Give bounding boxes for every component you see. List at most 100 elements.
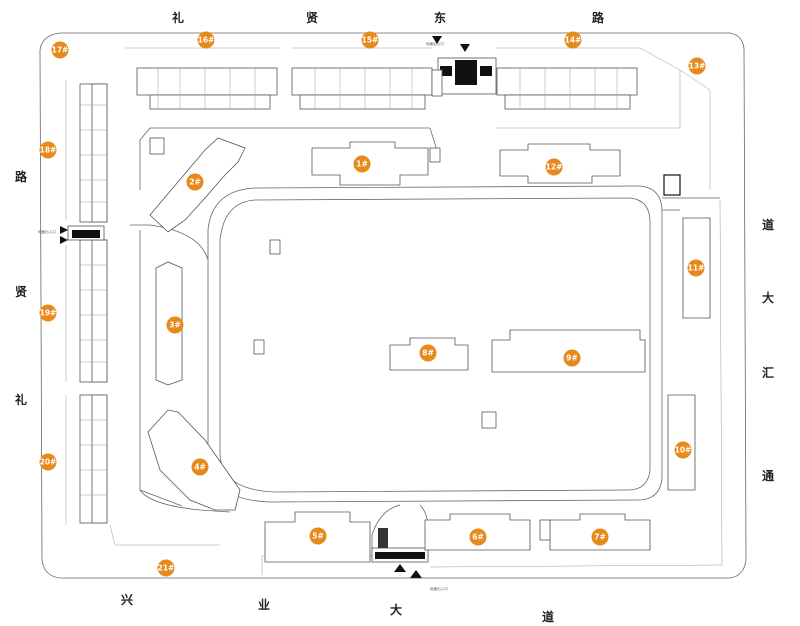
building-label: 11# (688, 264, 705, 273)
marker-b15: 15# (361, 31, 379, 49)
building-label: 19# (40, 309, 57, 318)
central-ring-road (207, 185, 663, 503)
building-label: 12# (546, 163, 563, 172)
marker-b10: 10# (674, 441, 692, 459)
marker-circle (563, 349, 581, 367)
marker-circle (186, 173, 204, 191)
building-label: 5# (312, 532, 324, 541)
marker-b21: 21# (157, 559, 175, 577)
south-gate-label: 地面出入口 (430, 586, 448, 591)
row-houses-20 (79, 394, 108, 524)
marker-circle (39, 304, 57, 322)
marker-circle (166, 316, 184, 334)
row-houses-18 (79, 83, 108, 223)
site-boundary (39, 32, 747, 579)
marker-circle (157, 559, 175, 577)
marker-circle (191, 458, 209, 476)
building-label: 14# (565, 36, 582, 45)
road-name-west: 贤 (15, 285, 27, 299)
marker-b11: 11# (687, 259, 705, 277)
road-name-north: 贤 (306, 11, 318, 25)
row-houses-15 (291, 67, 433, 110)
building-label: 15# (362, 36, 379, 45)
road-name-east: 汇 (762, 366, 774, 380)
marker-b7: 7# (591, 528, 609, 546)
marker-b8: 8# (419, 344, 437, 362)
west-gate-label: 地面出入口 (38, 229, 56, 234)
marker-b3: 3# (166, 316, 184, 334)
north-gate-label: 地面出入口 (426, 41, 444, 46)
building-label: 3# (169, 321, 181, 330)
row-houses-19 (79, 239, 108, 383)
inner-ring-road (219, 197, 651, 493)
building-label: 2# (189, 178, 201, 187)
road-name-west: 路 (15, 169, 28, 184)
marker-circle (688, 57, 706, 75)
east-gate-house (663, 174, 681, 196)
road-name-south: 大 (390, 602, 402, 617)
marker-circle (39, 141, 57, 159)
marker-b14: 14# (564, 31, 582, 49)
marker-circle (309, 527, 327, 545)
building-label: 9# (566, 354, 578, 363)
structure-d (539, 519, 551, 541)
marker-circle (361, 31, 379, 49)
building-label: 20# (40, 458, 57, 467)
marker-b5: 5# (309, 527, 327, 545)
road-names: 礼贤东路路贤礼道大汇通兴业大道 (15, 10, 774, 624)
road-name-west: 礼 (15, 392, 27, 407)
structure-e (149, 137, 165, 155)
south-gate (371, 528, 429, 578)
marker-circle (469, 528, 487, 546)
building-label: 17# (52, 46, 69, 55)
building-label: 8# (422, 349, 434, 358)
road-name-south: 业 (258, 597, 270, 612)
road-name-south: 道 (542, 609, 554, 624)
marker-circle (564, 31, 582, 49)
northeast-boundary (679, 69, 711, 190)
marker-b16: 16# (197, 31, 215, 49)
marker-b20: 20# (39, 453, 57, 471)
row-houses-14 (496, 67, 638, 110)
marker-circle (419, 344, 437, 362)
structure-a (269, 239, 281, 255)
marker-circle (353, 155, 371, 173)
marker-circle (545, 158, 563, 176)
building-label: 16# (198, 36, 215, 45)
structure-c (481, 411, 497, 429)
west-fence-line (65, 80, 220, 546)
marker-b9: 9# (563, 349, 581, 367)
marker-circle (39, 453, 57, 471)
marker-b17: 17# (51, 41, 69, 59)
east-branch-road (662, 197, 720, 211)
structure-b (253, 339, 265, 355)
marker-circle (591, 528, 609, 546)
marker-b19: 19# (39, 304, 57, 322)
outer-access-road (130, 140, 231, 513)
building-markers: 1#2#3#4#5#6#7#8#9#10#11#12#13#14#15#16#1… (39, 31, 706, 577)
building-label: 10# (675, 446, 692, 455)
marker-b12: 12# (545, 158, 563, 176)
marker-b2: 2# (186, 173, 204, 191)
road-name-north: 礼 (172, 10, 184, 25)
road-name-east: 通 (762, 468, 774, 483)
road-name-east: 大 (762, 290, 774, 305)
building-label: 7# (594, 533, 606, 542)
marker-b18: 18# (39, 141, 57, 159)
marker-b6: 6# (469, 528, 487, 546)
building-label: 18# (40, 146, 57, 155)
road-name-east: 道 (762, 217, 774, 232)
east-road-line (429, 199, 723, 568)
road-name-south: 兴 (121, 592, 133, 607)
marker-circle (51, 41, 69, 59)
west-gate (60, 225, 105, 244)
building-label: 6# (472, 533, 484, 542)
structure-f (429, 147, 441, 163)
row-houses-16 (136, 67, 278, 110)
marker-circle (687, 259, 705, 277)
road-name-north: 路 (592, 10, 605, 25)
marker-b1: 1# (353, 155, 371, 173)
building-label: 1# (356, 160, 368, 169)
